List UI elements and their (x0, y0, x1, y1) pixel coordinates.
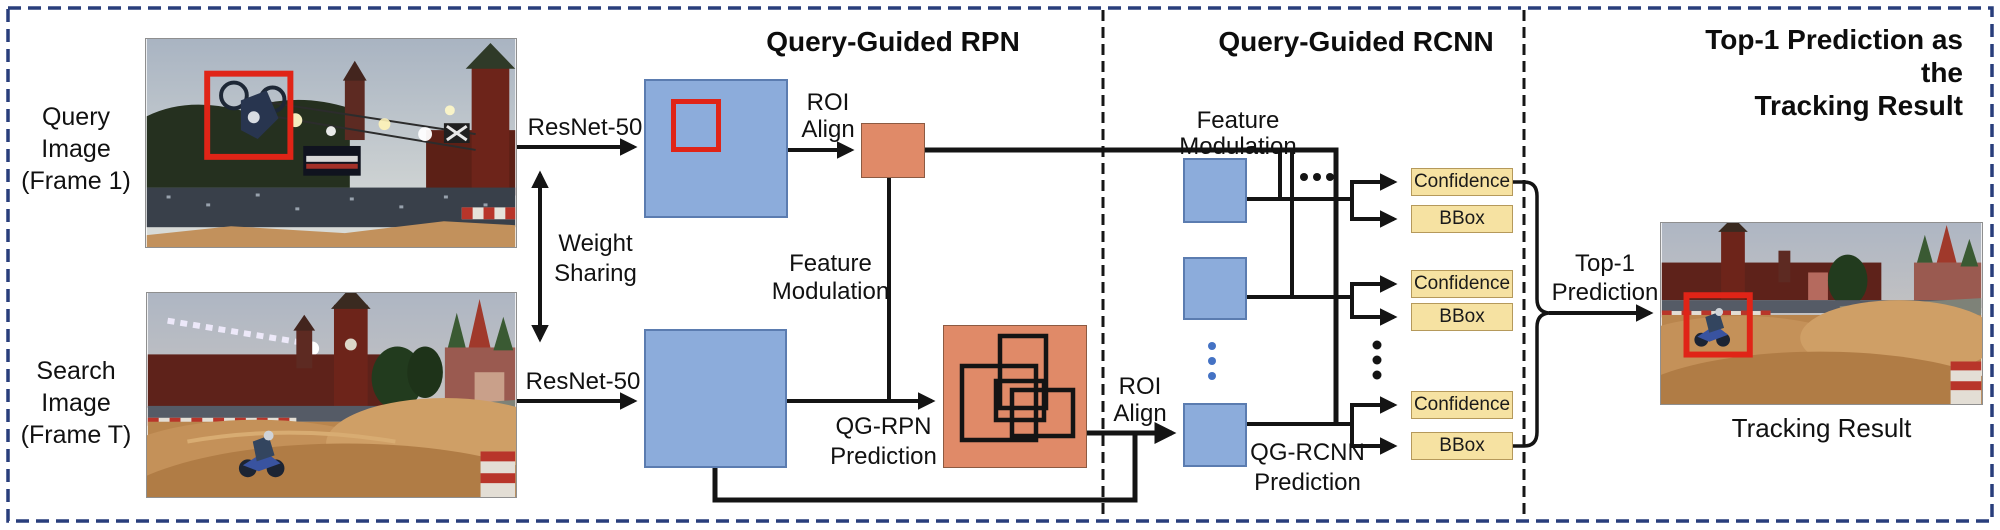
bbox-box-3: BBox (1411, 432, 1513, 460)
corner-barrier (1950, 361, 1982, 404)
qg-rcnn-prediction-label: QG-RCNN Prediction (1250, 439, 1365, 496)
roi-align-label-rpn: ROI Align (801, 89, 855, 143)
output-section-title: Top-1 Prediction as the Tracking Result (1705, 24, 1963, 121)
gate (1808, 272, 1828, 301)
row1-confidence-arrow (1350, 173, 1398, 199)
tracking-result-image (1660, 222, 1983, 405)
search-feature-map (644, 329, 787, 468)
resnet50-label-bottom: ResNet-50 (525, 368, 641, 395)
search-image-label: Search Image (Frame T) (20, 357, 132, 449)
weight-sharing-label: Weight Sharing (554, 230, 637, 287)
crowd (146, 187, 516, 228)
tower-small (296, 328, 313, 369)
proposal-feature-2 (1183, 257, 1247, 320)
confidence-box-2: Confidence (1411, 270, 1513, 298)
feature-modulation-label-rpn: Feature Modulation (771, 250, 890, 305)
row1-bbox-arrow (1350, 199, 1398, 228)
row3-confidence-arrow (1350, 396, 1398, 424)
video-screen (303, 145, 361, 176)
tracking-result-caption: Tracking Result (1731, 413, 1912, 443)
top1-prediction-label: Top-1 Prediction (1551, 250, 1659, 306)
ellipsis-dots-blue-vertical (1208, 342, 1216, 380)
resnet50-label-top: ResNet-50 (527, 114, 643, 141)
roi-align-label-rcnn: ROI Align (1113, 373, 1167, 427)
tree (1827, 254, 1868, 307)
rpn-section-title: Query-Guided RPN (766, 26, 1020, 57)
confidence-box-3: Confidence (1411, 391, 1513, 419)
row2-confidence-arrow (1350, 275, 1398, 297)
qg-rpn-prediction-label: QG-RPN Prediction (830, 413, 937, 470)
ellipsis-dots-horizontal (1300, 173, 1334, 181)
tree (407, 346, 443, 398)
feature-modulation-label-rcnn: Feature Modulation (1179, 107, 1297, 160)
bbox-label: BBox (1439, 435, 1485, 456)
bbox-box-1: BBox (1411, 205, 1513, 233)
bbox-label: BBox (1439, 306, 1485, 327)
ellipsis-dots-black-vertical (1372, 340, 1382, 380)
query-image (145, 38, 517, 248)
proposal-feature-1 (1183, 158, 1247, 223)
query-image-label: Query Image (Frame 1) (21, 103, 131, 195)
spasskaya-tower (333, 304, 368, 408)
collector-brace (1513, 180, 1550, 448)
bbox-label: BBox (1439, 208, 1485, 229)
clock (344, 338, 357, 351)
barrier (461, 207, 516, 220)
corner-barrier (480, 451, 516, 497)
confidence-label: Confidence (1413, 171, 1511, 192)
spasskaya-tower (1721, 228, 1745, 301)
confidence-label: Confidence (1413, 394, 1511, 415)
query-roi-box (671, 99, 721, 152)
kremlin-tower (471, 66, 510, 190)
search-image (146, 292, 517, 498)
confidence-box-1: Confidence (1411, 168, 1513, 196)
tower-small (1778, 250, 1791, 283)
query-feature-map (644, 79, 788, 218)
rcnn-section-title: Query-Guided RCNN (1218, 26, 1494, 57)
confidence-label: Confidence (1413, 273, 1511, 294)
bbox-box-2: BBox (1411, 303, 1513, 331)
row2-bbox-arrow (1350, 297, 1398, 326)
